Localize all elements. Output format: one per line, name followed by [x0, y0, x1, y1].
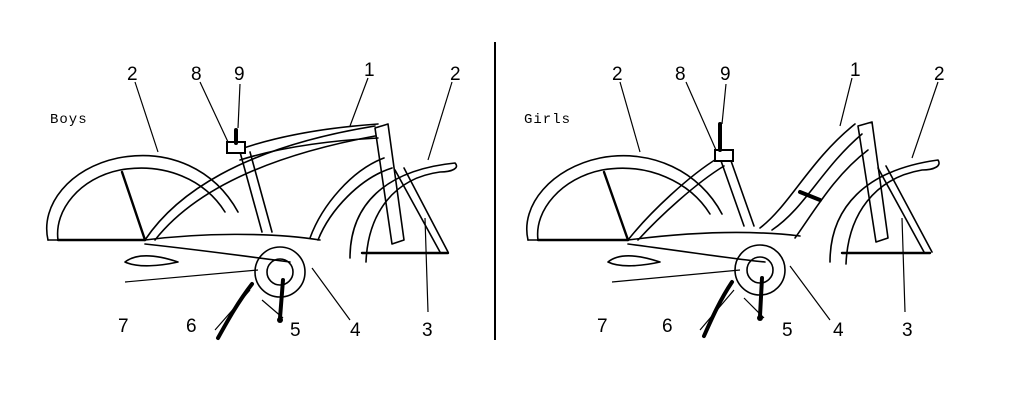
boys-pedal-end [277, 317, 283, 323]
girls-frame [627, 121, 889, 263]
boys-crank-arm [278, 278, 285, 320]
boys-label-2-front: 2 [450, 64, 461, 85]
girls-label-4: 4 [833, 320, 844, 341]
boys-crank-hub [266, 258, 294, 286]
girls-fork [877, 167, 925, 253]
boys-fork [394, 169, 441, 253]
boys-label-1: 1 [364, 60, 375, 81]
boys-chainwheel [254, 246, 306, 298]
boys-kickstand-foot [124, 255, 179, 267]
boys-label-6: 6 [186, 316, 197, 337]
boys-label-8: 8 [191, 64, 202, 85]
boys-label-4: 4 [350, 320, 361, 341]
boys-label-5: 5 [290, 320, 301, 341]
boys-panel: Boys [45, 60, 461, 341]
boys-label-2-rear: 2 [127, 64, 138, 85]
girls-label-8: 8 [675, 64, 686, 85]
girls-kickstand-foot [607, 255, 661, 267]
girls-crank-arm [758, 276, 764, 318]
girls-seat-clamp [714, 149, 734, 162]
girls-label-2-rear: 2 [612, 64, 623, 85]
girls-panel: Girls [524, 60, 945, 341]
girls-label-1: 1 [850, 60, 861, 81]
girls-rear-spoke [602, 170, 630, 242]
boys-label-7: 7 [118, 316, 129, 337]
girls-fork-inner [885, 165, 933, 253]
boys-fork-inner [403, 167, 449, 253]
boys-leader-lines [124, 77, 453, 331]
girls-front-fender [829, 159, 940, 265]
girls-label-2-front: 2 [934, 64, 945, 85]
girls-leader-lines [611, 77, 939, 331]
girls-label-5: 5 [782, 320, 793, 341]
girls-label-7: 7 [597, 316, 608, 337]
girls-label-9: 9 [720, 64, 731, 85]
girls-kickstand-leg [702, 280, 734, 338]
girls-rear-fender [526, 154, 723, 241]
girls-label-3: 3 [902, 320, 913, 341]
boys-label-3: 3 [422, 320, 433, 341]
boys-title: Boys [50, 112, 88, 128]
girls-label-6: 6 [662, 316, 673, 337]
boys-kickstand-leg [216, 282, 254, 340]
boys-rear-fender [45, 154, 239, 241]
boys-frame [144, 123, 405, 263]
boys-front-fender [349, 162, 458, 263]
boys-rear-spoke [120, 170, 147, 242]
boys-label-9: 9 [234, 64, 245, 85]
girls-title: Girls [524, 112, 571, 128]
girls-pedal-end [757, 315, 763, 321]
